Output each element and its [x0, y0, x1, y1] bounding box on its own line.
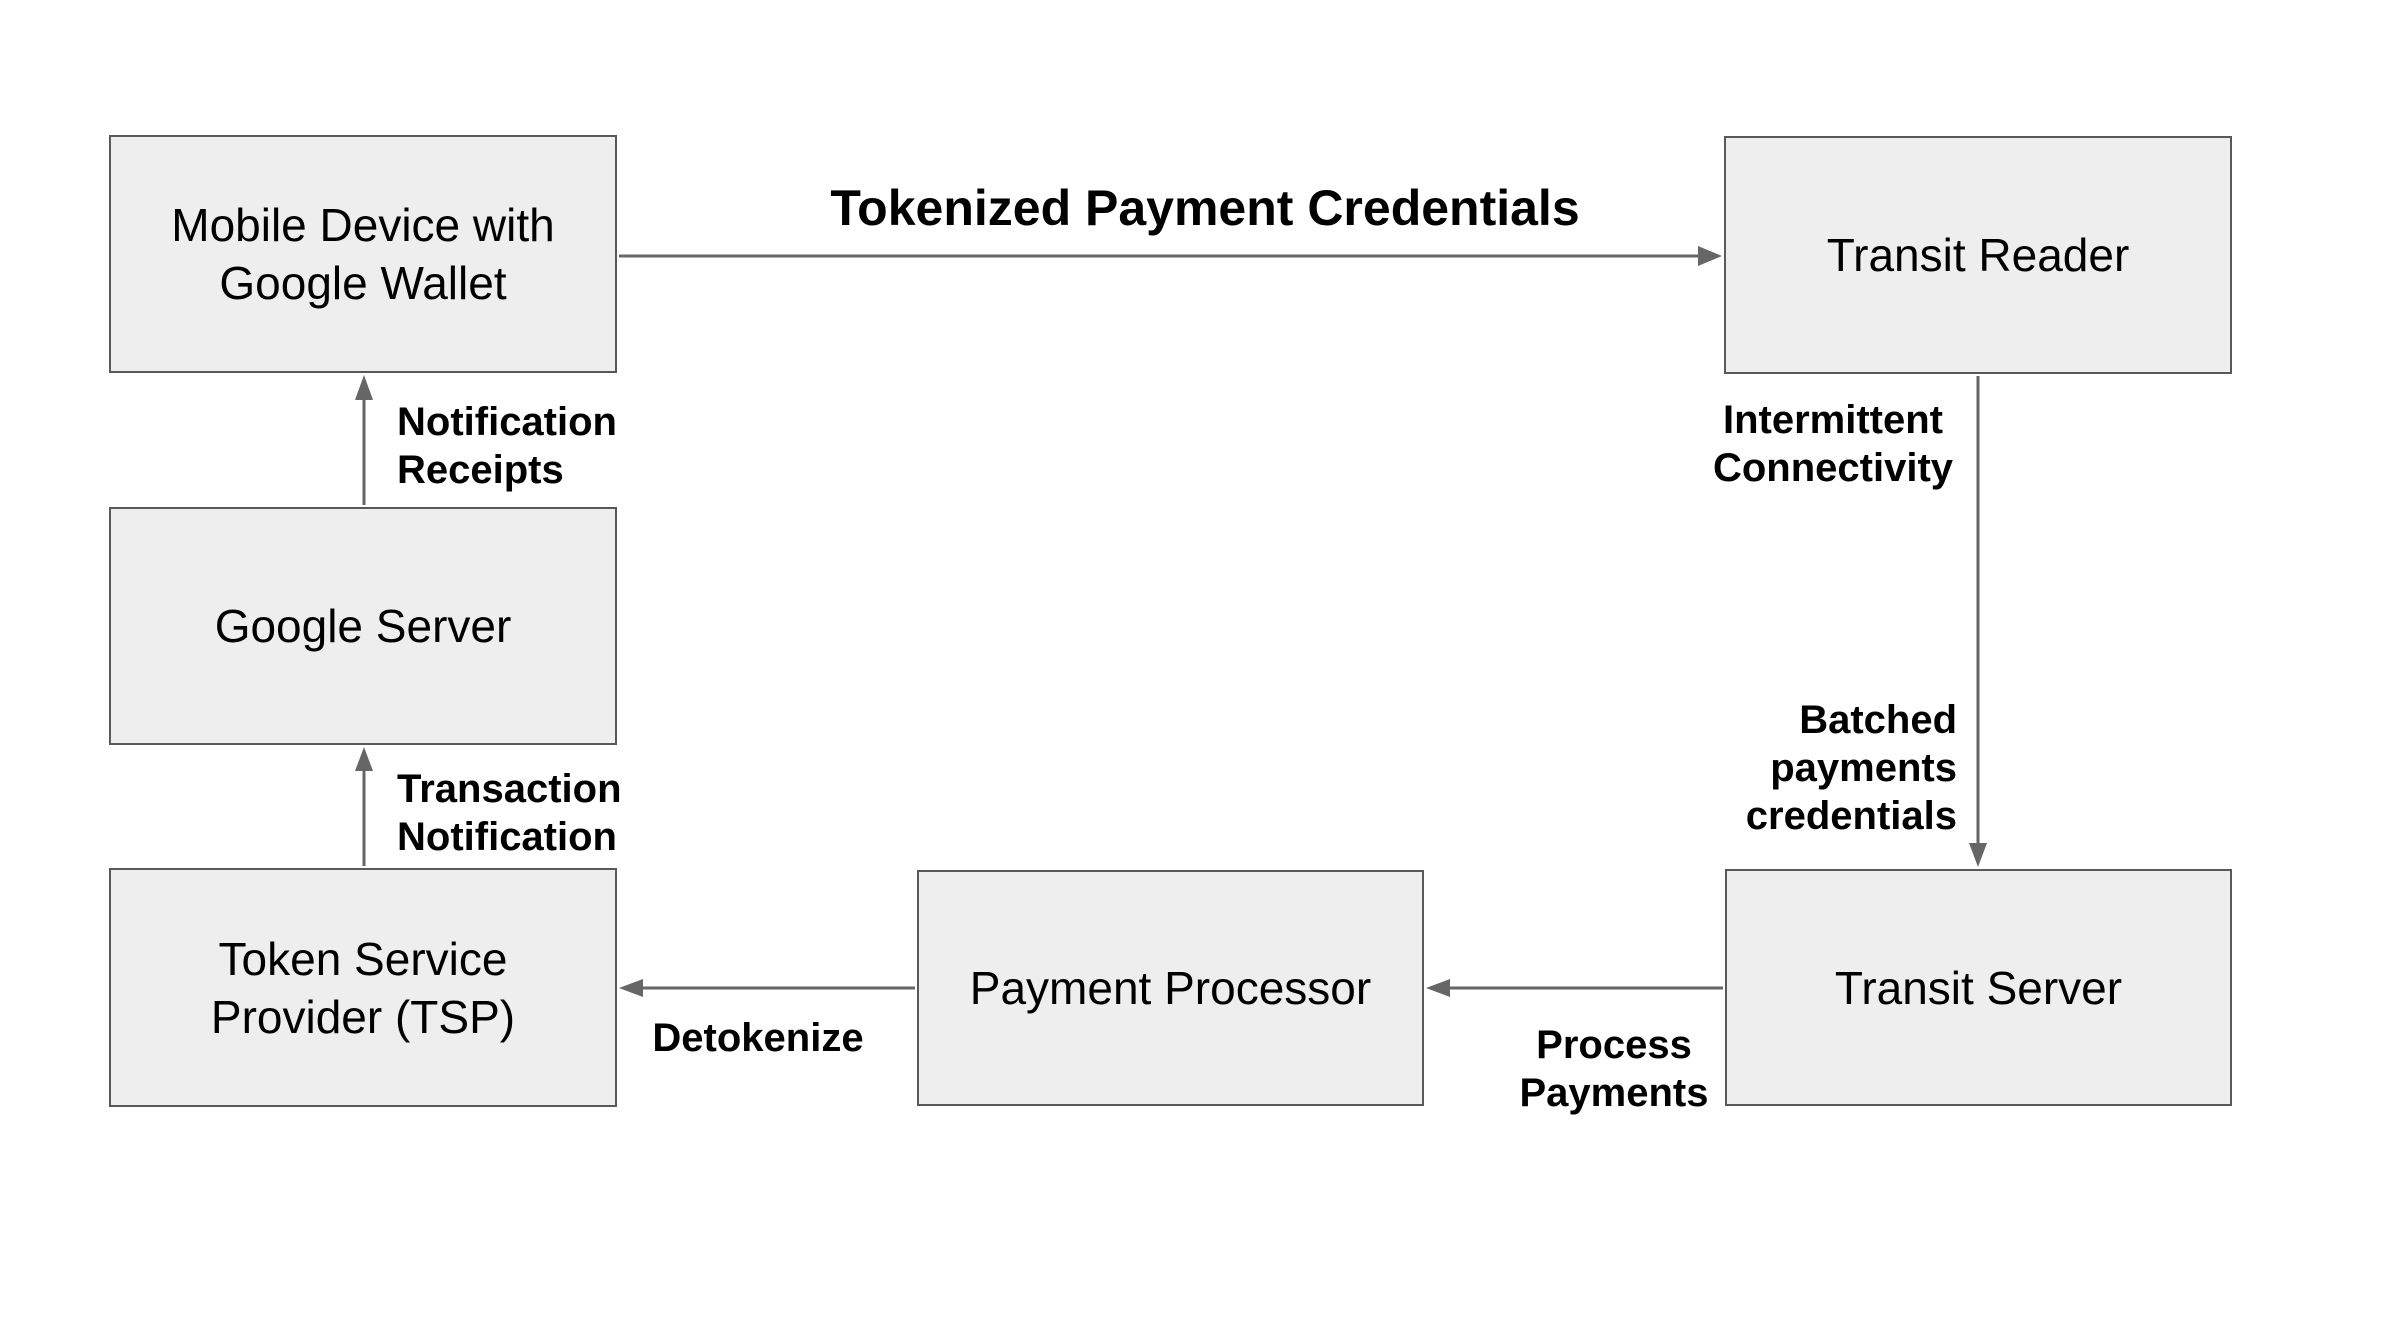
edge-label-line: Receipts [397, 448, 564, 492]
arrow-detokenize [619, 979, 915, 997]
edge-label-line: Process [1536, 1023, 1692, 1067]
edge-label-line: Notification [397, 400, 617, 444]
arrow-transaction-notification [355, 747, 373, 866]
arrow-batched-payments-credentials [1969, 376, 1987, 867]
node-mobile-device: Mobile Device with Google Wallet [109, 135, 617, 373]
edge-label-transaction-notification: Transaction Notification [397, 765, 622, 861]
edge-label-detokenize: Detokenize [652, 1016, 864, 1060]
node-label-line: Provider (TSP) [210, 990, 516, 1043]
edge-label-line: Intermittent [1723, 398, 1943, 442]
edge-label-process-payments: Process Payments [1414, 1021, 1814, 1117]
node-token-service-provider: Token Service Provider (TSP) [109, 868, 617, 1107]
arrow-notification-receipts [355, 375, 373, 505]
arrow-process-payments [1426, 979, 1723, 997]
edge-label-batched-payments-credentials: Batched payments credentials [1746, 696, 1957, 840]
edge-label-line: Payments [1519, 1071, 1709, 1115]
edge-label-notification-receipts: Notification Receipts [397, 398, 617, 494]
edge-label-line: Transaction [397, 767, 622, 811]
node-payment-processor: Payment Processor [917, 870, 1424, 1106]
arrow-tokenized-payment-credentials [619, 246, 1722, 266]
edge-label-intermittent-connectivity: Intermittent Connectivity [1633, 396, 2033, 492]
node-transit-reader: Transit Reader [1724, 136, 2232, 374]
node-label: Google Server [214, 600, 512, 652]
node-label-line: Google Wallet [219, 257, 507, 309]
edge-label-line: Connectivity [1712, 446, 1954, 490]
node-label: Payment Processor [969, 962, 1372, 1014]
edge-label-line: payments [1770, 746, 1957, 790]
edge-label-tokenized-payment-credentials: Tokenized Payment Credentials [830, 180, 1580, 236]
node-label: Transit Server [1834, 961, 2123, 1014]
edge-label-line: Batched [1799, 698, 1957, 742]
edge-label-line: credentials [1745, 794, 1957, 838]
edge-label-line: Notification [397, 815, 617, 859]
node-label-line: Token Service [218, 932, 508, 985]
node-google-server: Google Server [109, 507, 617, 745]
node-transit-server: Transit Server [1725, 869, 2232, 1106]
node-label-line: Mobile Device with [171, 199, 555, 251]
node-label: Transit Reader [1826, 229, 2130, 281]
